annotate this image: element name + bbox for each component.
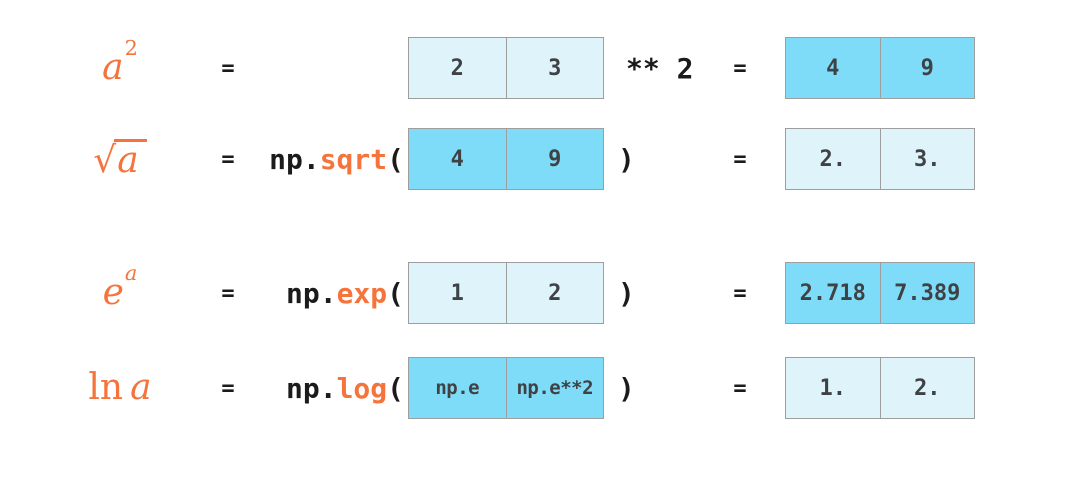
array-cell: np.e <box>409 358 506 418</box>
open-paren: ( <box>387 371 404 405</box>
input-array-log: np.e np.e**2 <box>408 357 604 419</box>
code-module-prefix: np. <box>285 276 337 310</box>
math-base: a <box>130 367 152 409</box>
equals-sign: = <box>733 375 747 401</box>
input-array-sqrt: 4 9 <box>408 128 604 190</box>
array-cell: 1. <box>786 358 880 418</box>
code-module-prefix: np. <box>269 142 320 176</box>
array-cell: 9 <box>879 38 974 98</box>
math-function: ln <box>88 367 124 409</box>
array-cell: 1 <box>409 263 506 323</box>
code-np-exp: np.exp( <box>286 277 404 310</box>
array-cell: 2. <box>879 358 974 418</box>
equals-sign: = <box>733 280 747 306</box>
code-function-name: sqrt <box>319 142 388 176</box>
array-cell: 3 <box>505 38 603 98</box>
input-array-exp: 1 2 <box>408 262 604 324</box>
row-square: a2 = 2 3 ** 2 = 4 9 <box>0 37 1080 99</box>
array-cell: 3. <box>879 129 974 189</box>
array-cell: np.e**2 <box>505 358 603 418</box>
radical-sign: √ <box>93 139 117 181</box>
code-function-name: log <box>336 371 388 405</box>
array-cell: 9 <box>505 129 603 189</box>
array-cell: 4 <box>409 129 506 189</box>
row-exp: ea = np.exp( 1 2 ) = 2.718 7.389 <box>0 262 1080 324</box>
array-cell: 4 <box>786 38 880 98</box>
result-array-exp: 2.718 7.389 <box>785 262 975 324</box>
math-base: a <box>114 138 147 179</box>
array-cell: 7.389 <box>879 263 974 323</box>
equals-sign: = <box>221 55 235 81</box>
math-label-sqrt-a: √a <box>93 138 147 181</box>
array-cell: 2. <box>786 129 880 189</box>
equals-sign: = <box>221 146 235 172</box>
power-operator: ** 2 <box>626 51 694 85</box>
row-sqrt: √a = np.sqrt( 4 9 ) = 2. 3. <box>0 128 1080 190</box>
code-np-sqrt: np.sqrt( <box>269 143 404 176</box>
equals-sign: = <box>221 280 235 306</box>
result-array-square: 4 9 <box>785 37 975 99</box>
open-paren: ( <box>387 142 404 176</box>
code-module-prefix: np. <box>285 371 337 405</box>
math-label-a-squared: a2 <box>102 38 138 89</box>
array-cell: 2 <box>409 38 506 98</box>
math-base: a <box>102 47 124 89</box>
close-paren: ) <box>618 371 635 405</box>
math-label-e-to-a: ea <box>102 263 138 314</box>
open-paren: ( <box>387 276 404 310</box>
equals-sign: = <box>221 375 235 401</box>
array-cell: 2 <box>505 263 603 323</box>
close-paren: ) <box>618 276 635 310</box>
equals-sign: = <box>733 55 747 81</box>
code-function-name: exp <box>336 276 388 310</box>
input-array-square: 2 3 <box>408 37 604 99</box>
result-array-sqrt: 2. 3. <box>785 128 975 190</box>
math-exponent: 2 <box>124 36 138 61</box>
array-cell: 2.718 <box>786 263 880 323</box>
close-paren: ) <box>618 142 635 176</box>
result-array-log: 1. 2. <box>785 357 975 419</box>
code-np-log: np.log( <box>286 372 404 405</box>
math-base: e <box>102 272 124 314</box>
equals-sign: = <box>733 146 747 172</box>
math-exponent: a <box>124 261 138 286</box>
